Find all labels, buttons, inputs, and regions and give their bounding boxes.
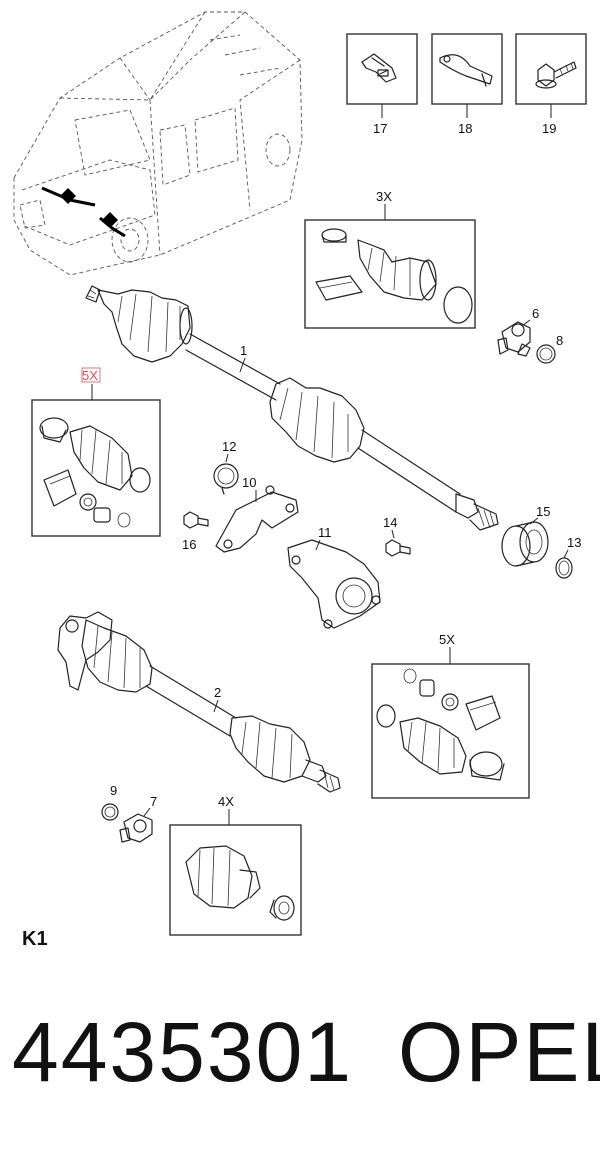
boot-kit-5x-right-icon bbox=[376, 668, 505, 781]
bolt-14-icon bbox=[385, 539, 411, 557]
tripod-joint-6-icon bbox=[497, 321, 531, 357]
callout-1: 1 bbox=[240, 343, 247, 358]
circlip-8-icon bbox=[536, 344, 556, 364]
bearing-housing-11-icon bbox=[287, 539, 381, 629]
bracket-10-icon bbox=[215, 485, 299, 553]
circlip-12-icon bbox=[213, 463, 239, 495]
clip-17-icon bbox=[361, 53, 397, 83]
callout-5x-left: 5X bbox=[82, 368, 98, 383]
boot-kit-3x-icon bbox=[315, 228, 473, 324]
box-kit-3x bbox=[304, 219, 476, 329]
box-kit-5x-right bbox=[371, 663, 530, 799]
box-part-17 bbox=[346, 33, 418, 105]
callout-11: 11 bbox=[318, 525, 332, 540]
callout-5x-right: 5X bbox=[439, 632, 455, 647]
box-part-19 bbox=[515, 33, 587, 105]
callout-18: 18 bbox=[458, 121, 472, 136]
van-illustration bbox=[13, 11, 303, 276]
joint-kit-4x-icon bbox=[185, 845, 295, 921]
circlip-13-icon bbox=[555, 557, 573, 579]
callout-12: 12 bbox=[222, 439, 236, 454]
callout-16: 16 bbox=[182, 537, 196, 552]
callout-19: 19 bbox=[542, 121, 556, 136]
tripod-joint-7-icon bbox=[119, 813, 153, 843]
callout-7: 7 bbox=[150, 794, 157, 809]
callout-8: 8 bbox=[556, 333, 563, 348]
boot-kit-5x-left-icon bbox=[39, 417, 151, 528]
box-kit-4x bbox=[169, 824, 302, 936]
callout-6: 6 bbox=[532, 306, 539, 321]
bolt-16-icon bbox=[183, 511, 209, 529]
circlip-9-icon bbox=[101, 803, 119, 821]
box-part-18 bbox=[431, 33, 503, 105]
drive-shaft-1 bbox=[85, 285, 499, 531]
callout-3x: 3X bbox=[376, 189, 392, 204]
callout-9: 9 bbox=[110, 783, 117, 798]
callout-17: 17 bbox=[373, 121, 387, 136]
drive-shaft-2 bbox=[57, 611, 341, 793]
bearing-15-icon bbox=[501, 521, 549, 567]
box-kit-5x-left bbox=[31, 399, 161, 537]
part-number: 4435301 bbox=[12, 1005, 354, 1099]
callout-14: 14 bbox=[383, 515, 397, 530]
section-code: K1 bbox=[22, 928, 48, 950]
brand-label: OPEL bbox=[398, 1005, 600, 1099]
callout-4x: 4X bbox=[218, 794, 234, 809]
callout-15: 15 bbox=[536, 504, 550, 519]
bolt-19-icon bbox=[535, 61, 577, 89]
callout-2: 2 bbox=[214, 685, 221, 700]
callout-13: 13 bbox=[567, 535, 581, 550]
bracket-18-icon bbox=[439, 54, 493, 87]
callout-10: 10 bbox=[242, 475, 256, 490]
